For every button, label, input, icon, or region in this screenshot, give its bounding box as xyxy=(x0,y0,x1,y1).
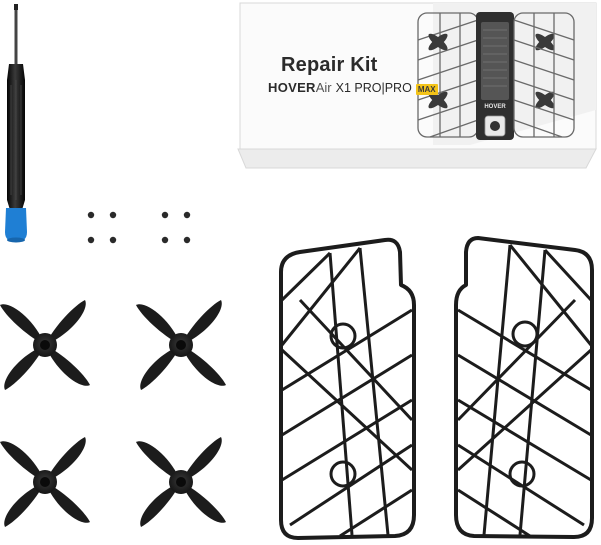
box-title: Repair Kit xyxy=(281,54,378,76)
box-propeller-icon xyxy=(428,33,555,109)
propeller-guard-right xyxy=(454,236,594,539)
screws xyxy=(87,211,191,244)
propeller-top-right xyxy=(136,300,226,390)
box-drone-body: HOVER xyxy=(476,12,514,140)
brand-main: HOVER xyxy=(268,80,316,95)
box-brand: HOVER Air X1 PRO|PRO MAX xyxy=(268,80,438,98)
brand-model-badge: MAX xyxy=(415,83,438,95)
repair-kit-box: HOVER xyxy=(237,2,597,169)
screwdriver xyxy=(5,4,27,243)
box-cage-right xyxy=(513,12,575,138)
propeller-top-left xyxy=(0,300,90,390)
device-label: HOVER xyxy=(484,104,506,110)
propeller-bottom-right xyxy=(136,437,226,527)
box-cage-left xyxy=(417,12,479,138)
brand-model: X1 PRO|PRO xyxy=(335,81,412,95)
screwdriver-blue-cap xyxy=(5,208,27,242)
propeller-bottom-left xyxy=(0,437,90,527)
propeller-guard-left xyxy=(279,237,416,540)
brand-sub: Air xyxy=(315,80,332,95)
